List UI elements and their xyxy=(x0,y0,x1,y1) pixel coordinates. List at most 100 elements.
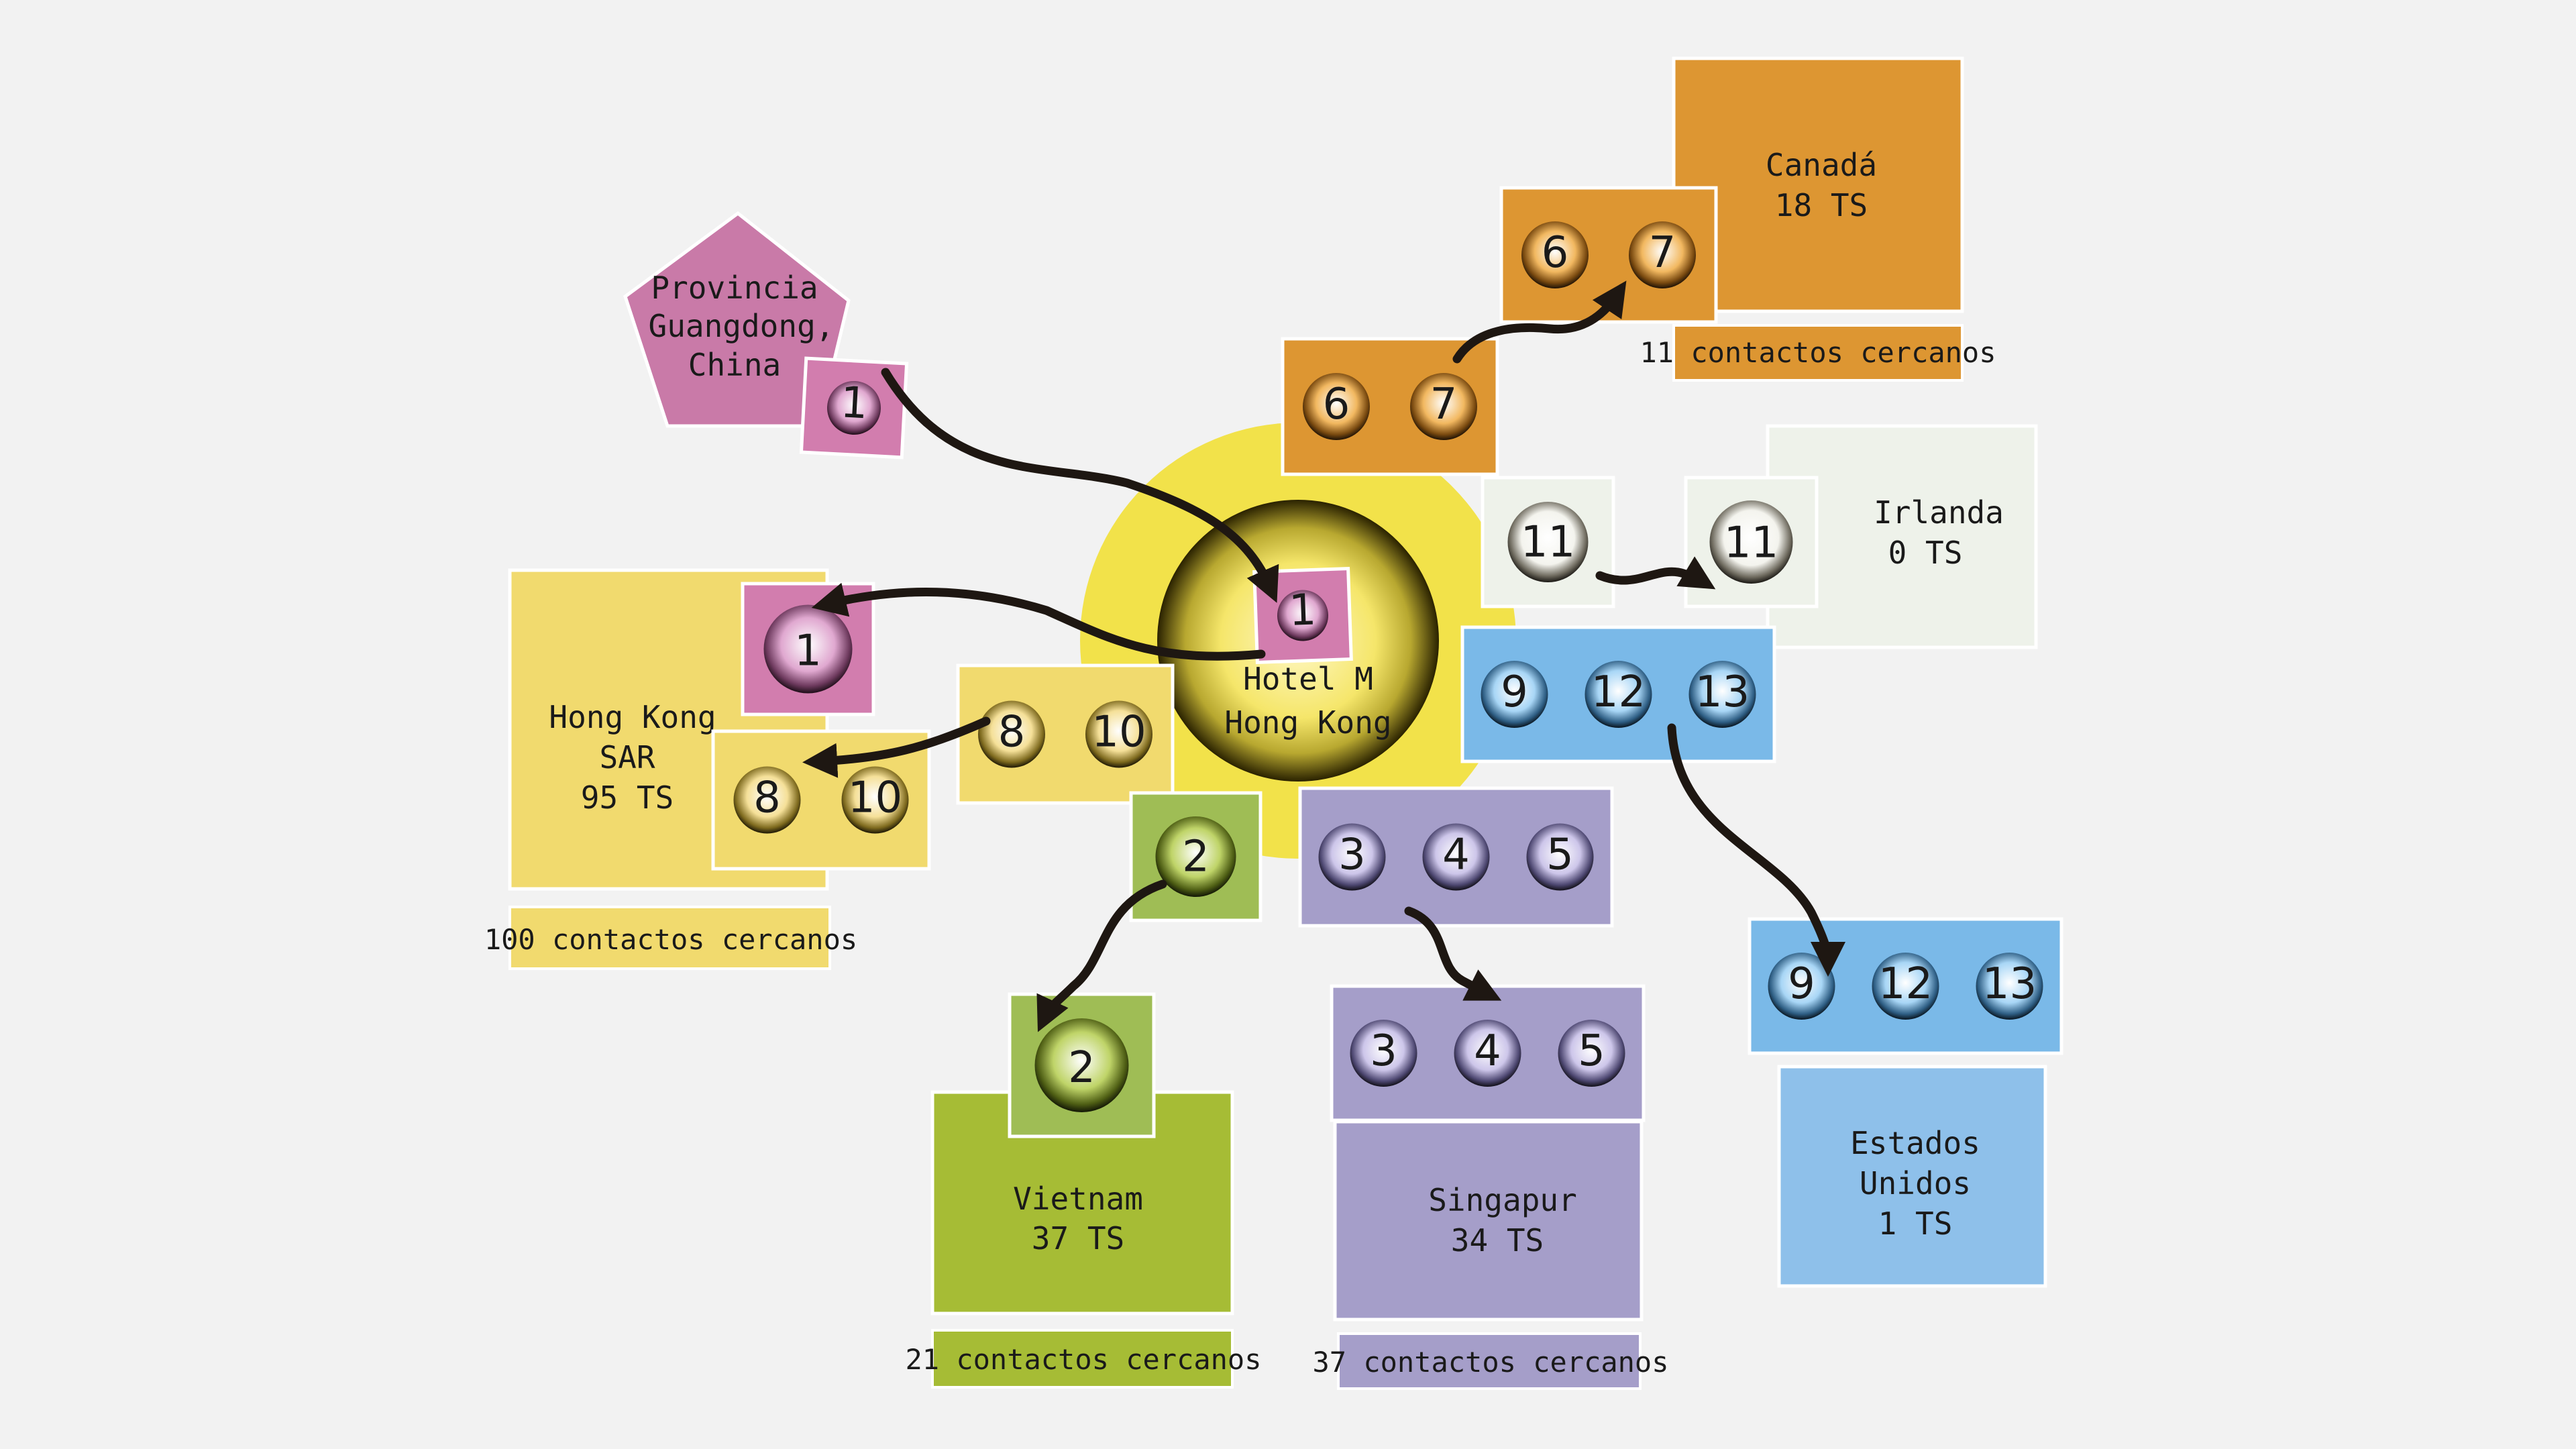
case-number-6: 6 xyxy=(1542,228,1569,278)
case-number-8: 8 xyxy=(998,708,1026,757)
region-usa: Estados Unidos 1 TS xyxy=(1777,1065,2047,1288)
hongkong-label-2: SAR xyxy=(599,739,655,775)
usa-box xyxy=(1777,1065,2047,1288)
case-number-2: 2 xyxy=(1182,833,1210,882)
case-disc-2 xyxy=(1034,1018,1129,1112)
case-disc-4 xyxy=(1454,1020,1521,1087)
arrow-hub-to-hongkong-8-10 xyxy=(802,716,991,778)
region-guangdong: Provincia Guangdong, China xyxy=(623,211,851,428)
hub-label-line1: Hotel M xyxy=(1243,661,1373,697)
case-disc-10 xyxy=(1085,700,1152,768)
guangdong-pentagon xyxy=(623,211,851,428)
case-number-10: 10 xyxy=(848,773,902,823)
vietnam-contacts: 21 contactos cercanos xyxy=(905,1343,1261,1376)
case-disc-12 xyxy=(1585,661,1652,728)
case-disc-8 xyxy=(733,766,801,834)
guangdong-label-1: Provincia xyxy=(651,270,818,306)
case-number-4: 4 xyxy=(1442,830,1470,880)
case-number-11: 11 xyxy=(1521,518,1575,568)
region-vietnam: Vietnam 37 TS 21 contactos cercanos xyxy=(905,1090,1262,1389)
case-number-13: 13 xyxy=(1695,667,1750,717)
arrows xyxy=(802,280,1845,1032)
case-disc-6 xyxy=(1303,373,1370,440)
case-disc-13 xyxy=(1976,953,2043,1020)
canada-label-2: 18 TS xyxy=(1775,187,1868,223)
case-group-sg-dest: 3 4 5 xyxy=(1330,984,1646,1122)
case-disc-3 xyxy=(1350,1020,1417,1087)
case-group-hk: 1 xyxy=(741,582,875,716)
case-number-5: 5 xyxy=(1546,830,1574,880)
case-group-hub-ie: 11 xyxy=(1481,476,1615,608)
canada-label-1: Canadá xyxy=(1766,147,1877,183)
case-number-1: 1 xyxy=(794,626,822,676)
case-disc-11 xyxy=(1709,500,1793,584)
case-number-12: 12 xyxy=(1878,959,1933,1009)
case-disc-10 xyxy=(841,766,909,834)
case-disc-1 xyxy=(1277,590,1328,641)
case-number-13: 13 xyxy=(1982,959,2037,1009)
vietnam-contacts-bar xyxy=(931,1329,1234,1389)
guangdong-label-3: China xyxy=(688,347,781,383)
case-number-8: 8 xyxy=(753,773,781,823)
singapore-contacts: 37 contactos cercanos xyxy=(1312,1346,1668,1379)
usa-label-2: Unidos xyxy=(1860,1165,1971,1201)
case-number-7: 7 xyxy=(1649,228,1676,278)
case-number-3: 3 xyxy=(1370,1026,1397,1076)
usa-label-3: 1 TS xyxy=(1878,1205,1953,1242)
guangdong-label-2: Guangdong, xyxy=(649,308,835,344)
case-number-4: 4 xyxy=(1474,1026,1501,1076)
case-disc-6 xyxy=(1521,221,1589,288)
case-group-hk-dest: 8 10 xyxy=(711,729,931,871)
canada-box xyxy=(1672,56,1964,313)
singapore-box xyxy=(1333,1120,1644,1322)
vietnam-label-2: 37 TS xyxy=(1032,1220,1124,1256)
case-disc-12 xyxy=(1872,953,1939,1020)
case-number-9: 9 xyxy=(1788,959,1815,1009)
case-disc-2 xyxy=(1155,816,1236,897)
canada-contacts-bar xyxy=(1672,324,1964,382)
arrow-guangdong-to-hub xyxy=(881,368,1279,603)
case-number-5: 5 xyxy=(1578,1026,1605,1076)
arrow-hub-to-hongkong xyxy=(811,582,1266,661)
case-group-guangdong: 1 xyxy=(799,356,909,460)
arrow-hub-to-ireland xyxy=(1595,556,1716,590)
case-disc-5 xyxy=(1558,1020,1625,1087)
arrow-hub-to-vietnam xyxy=(1036,879,1167,1032)
hongkong-label-3: 95 TS xyxy=(581,780,674,816)
usa-label-1: Estados xyxy=(1850,1125,1980,1161)
ireland-label-1: Irlanda xyxy=(1874,494,2004,531)
case-disc-1 xyxy=(763,604,853,694)
case-group-hub-sg: 3 4 5 xyxy=(1298,786,1614,928)
case-disc-13 xyxy=(1688,661,1756,728)
hongkong-label-1: Hong Kong xyxy=(549,699,716,735)
arrow-hub-to-usa xyxy=(1667,723,1845,977)
case-group-ie-dest: 11 xyxy=(1684,476,1819,608)
case-disc-7 xyxy=(1410,373,1477,440)
case-disc-4 xyxy=(1422,823,1490,891)
ireland-label-2: 0 TS xyxy=(1888,535,1963,571)
arrow-hub-to-singapore xyxy=(1404,906,1502,1001)
case-number-7: 7 xyxy=(1430,380,1458,429)
case-group-us-dest: 9 12 13 xyxy=(1748,917,2063,1055)
region-canada: Canadá 18 TS 11 contactos cercanos xyxy=(1640,56,1996,382)
case-disc-5 xyxy=(1526,823,1594,891)
case-disc-1 xyxy=(827,381,881,435)
case-disc-3 xyxy=(1318,823,1386,891)
case-number-10: 10 xyxy=(1091,708,1146,757)
case-disc-11 xyxy=(1507,502,1589,582)
case-disc-9 xyxy=(1481,661,1548,728)
case-number-3: 3 xyxy=(1338,830,1366,880)
region-singapore: Singapur 34 TS 37 contactos cercanos xyxy=(1312,1120,1669,1390)
singapore-label-2: 34 TS xyxy=(1451,1222,1544,1258)
case-group-hub-hk: 8 10 xyxy=(956,663,1175,805)
singapore-contacts-bar xyxy=(1337,1332,1642,1390)
hub-label-line2: Hong Kong xyxy=(1224,704,1391,741)
case-number-1: 1 xyxy=(839,378,869,429)
case-number-9: 9 xyxy=(1501,667,1528,717)
canada-contacts: 11 contactos cercanos xyxy=(1640,336,1996,369)
case-disc-7 xyxy=(1629,221,1696,288)
